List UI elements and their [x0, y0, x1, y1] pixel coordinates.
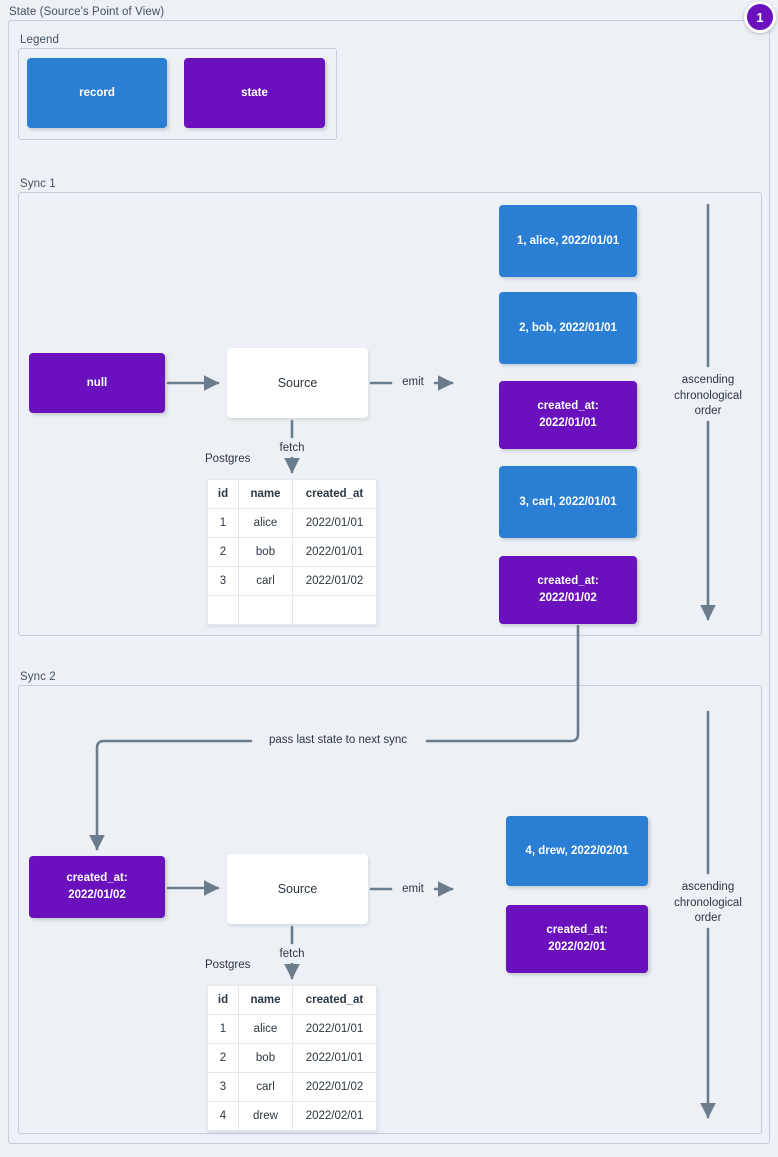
sync1-frame [18, 192, 762, 636]
sync2-emitted-record-1-label: 4, drew, 2022/02/01 [525, 844, 629, 857]
table-row: 2 bob 2022/01/01 [207, 1043, 377, 1073]
step-badge-label: 1 [756, 9, 764, 25]
cell-date: 2022/01/02 [292, 566, 377, 596]
sync2-title: Sync 2 [20, 671, 56, 683]
sync1-source-node: Source [227, 348, 368, 418]
sync2-th-name: name [238, 985, 293, 1015]
sync1-postgres-table: id name created_at 1 alice 2022/01/01 2 … [207, 479, 377, 625]
sync1-emitted-record-1: 1, alice, 2022/01/01 [499, 205, 637, 277]
table-row: 2 bob 2022/01/01 [207, 537, 377, 567]
cell-name: carl [238, 566, 293, 596]
cell-name: carl [238, 1072, 293, 1102]
cell-id [207, 595, 239, 625]
cell-name: bob [238, 537, 293, 567]
table-row: 1 alice 2022/01/01 [207, 508, 377, 538]
sync1-th-id: id [207, 479, 239, 509]
sync1-emitted-record-2-label: 2, bob, 2022/01/01 [519, 321, 617, 334]
cell-id: 2 [207, 1043, 239, 1073]
cell-date: 2022/02/01 [292, 1101, 377, 1131]
sync2-db-label: Postgres [205, 959, 251, 971]
sync1-state-input-label: null [86, 376, 108, 389]
sync1-emitted-state-2: created_at: 2022/01/02 [499, 556, 637, 624]
cell-id: 3 [207, 1072, 239, 1102]
sync2-th-date: created_at [292, 985, 377, 1015]
table-row: 4 drew 2022/02/01 [207, 1101, 377, 1131]
sync1-source-label: Source [277, 375, 318, 390]
sync1-emitted-record-2: 2, bob, 2022/01/01 [499, 292, 637, 364]
cell-date: 2022/01/01 [292, 508, 377, 538]
sync1-emitted-record-3: 3, carl, 2022/01/01 [499, 466, 637, 538]
legend-swatch-state: state [184, 58, 325, 128]
sync2-state-input-label: created_at: 2022/01/02 [66, 872, 128, 901]
sync1-th-date: created_at [292, 479, 377, 509]
sync1-db-label: Postgres [205, 453, 251, 465]
sync2-postgres-table: id name created_at 1 alice 2022/01/01 2 … [207, 985, 377, 1131]
sync2-state-input: created_at: 2022/01/02 [29, 856, 165, 918]
cell-id: 3 [207, 566, 239, 596]
table-row: 1 alice 2022/01/01 [207, 1014, 377, 1044]
legend-label-record: record [79, 86, 115, 99]
cell-name: drew [238, 1101, 293, 1131]
legend-swatch-record: record [27, 58, 167, 128]
table-header-row: id name created_at [207, 985, 377, 1015]
sync2-emitted-record-1: 4, drew, 2022/02/01 [506, 816, 648, 886]
cell-id: 1 [207, 508, 239, 538]
sync1-emit-label: emit [402, 376, 424, 388]
sync1-order-label: ascending chronological order [674, 374, 742, 418]
cell-id: 2 [207, 537, 239, 567]
step-badge[interactable]: 1 [744, 1, 776, 33]
sync2-th-id: id [207, 985, 239, 1015]
sync2-emit-label: emit [402, 883, 424, 895]
sync1-emitted-state-1-label: created_at: 2022/01/01 [537, 400, 599, 429]
legend-label-state: state [241, 86, 268, 99]
sync1-emitted-state-2-label: created_at: 2022/01/02 [537, 575, 599, 604]
sync1-emitted-record-3-label: 3, carl, 2022/01/01 [519, 495, 617, 508]
cell-name: alice [238, 1014, 293, 1044]
sync2-order-label: ascending chronological order [674, 881, 742, 925]
cell-id: 4 [207, 1101, 239, 1131]
sync1-state-input: null [29, 353, 165, 413]
cell-date: 2022/01/01 [292, 537, 377, 567]
cell-date: 2022/01/01 [292, 1043, 377, 1073]
cell-date: 2022/01/02 [292, 1072, 377, 1102]
sync1-emitted-record-1-label: 1, alice, 2022/01/01 [516, 234, 620, 247]
cell-id: 1 [207, 1014, 239, 1044]
cell-name: alice [238, 508, 293, 538]
sync1-th-name: name [238, 479, 293, 509]
sync2-emitted-state-1: created_at: 2022/02/01 [506, 905, 648, 973]
table-header-row: id name created_at [207, 479, 377, 509]
diagram-title: State (Source's Point of View) [9, 6, 165, 18]
table-row-empty [207, 595, 377, 625]
sync1-title: Sync 1 [20, 178, 56, 190]
sync2-source-label: Source [277, 881, 318, 896]
table-row: 3 carl 2022/01/02 [207, 1072, 377, 1102]
table-row: 3 carl 2022/01/02 [207, 566, 377, 596]
legend-title: Legend [20, 34, 59, 46]
sync1-emitted-state-1: created_at: 2022/01/01 [499, 381, 637, 449]
sync2-pass-state-label: pass last state to next sync [268, 734, 408, 746]
sync2-emitted-state-1-label: created_at: 2022/02/01 [546, 924, 608, 953]
cell-date: 2022/01/01 [292, 1014, 377, 1044]
sync2-fetch-label: fetch [279, 948, 305, 960]
cell-name: bob [238, 1043, 293, 1073]
sync1-fetch-label: fetch [279, 442, 305, 454]
cell-date [292, 595, 377, 625]
cell-name [238, 595, 293, 625]
sync2-source-node: Source [227, 854, 368, 924]
